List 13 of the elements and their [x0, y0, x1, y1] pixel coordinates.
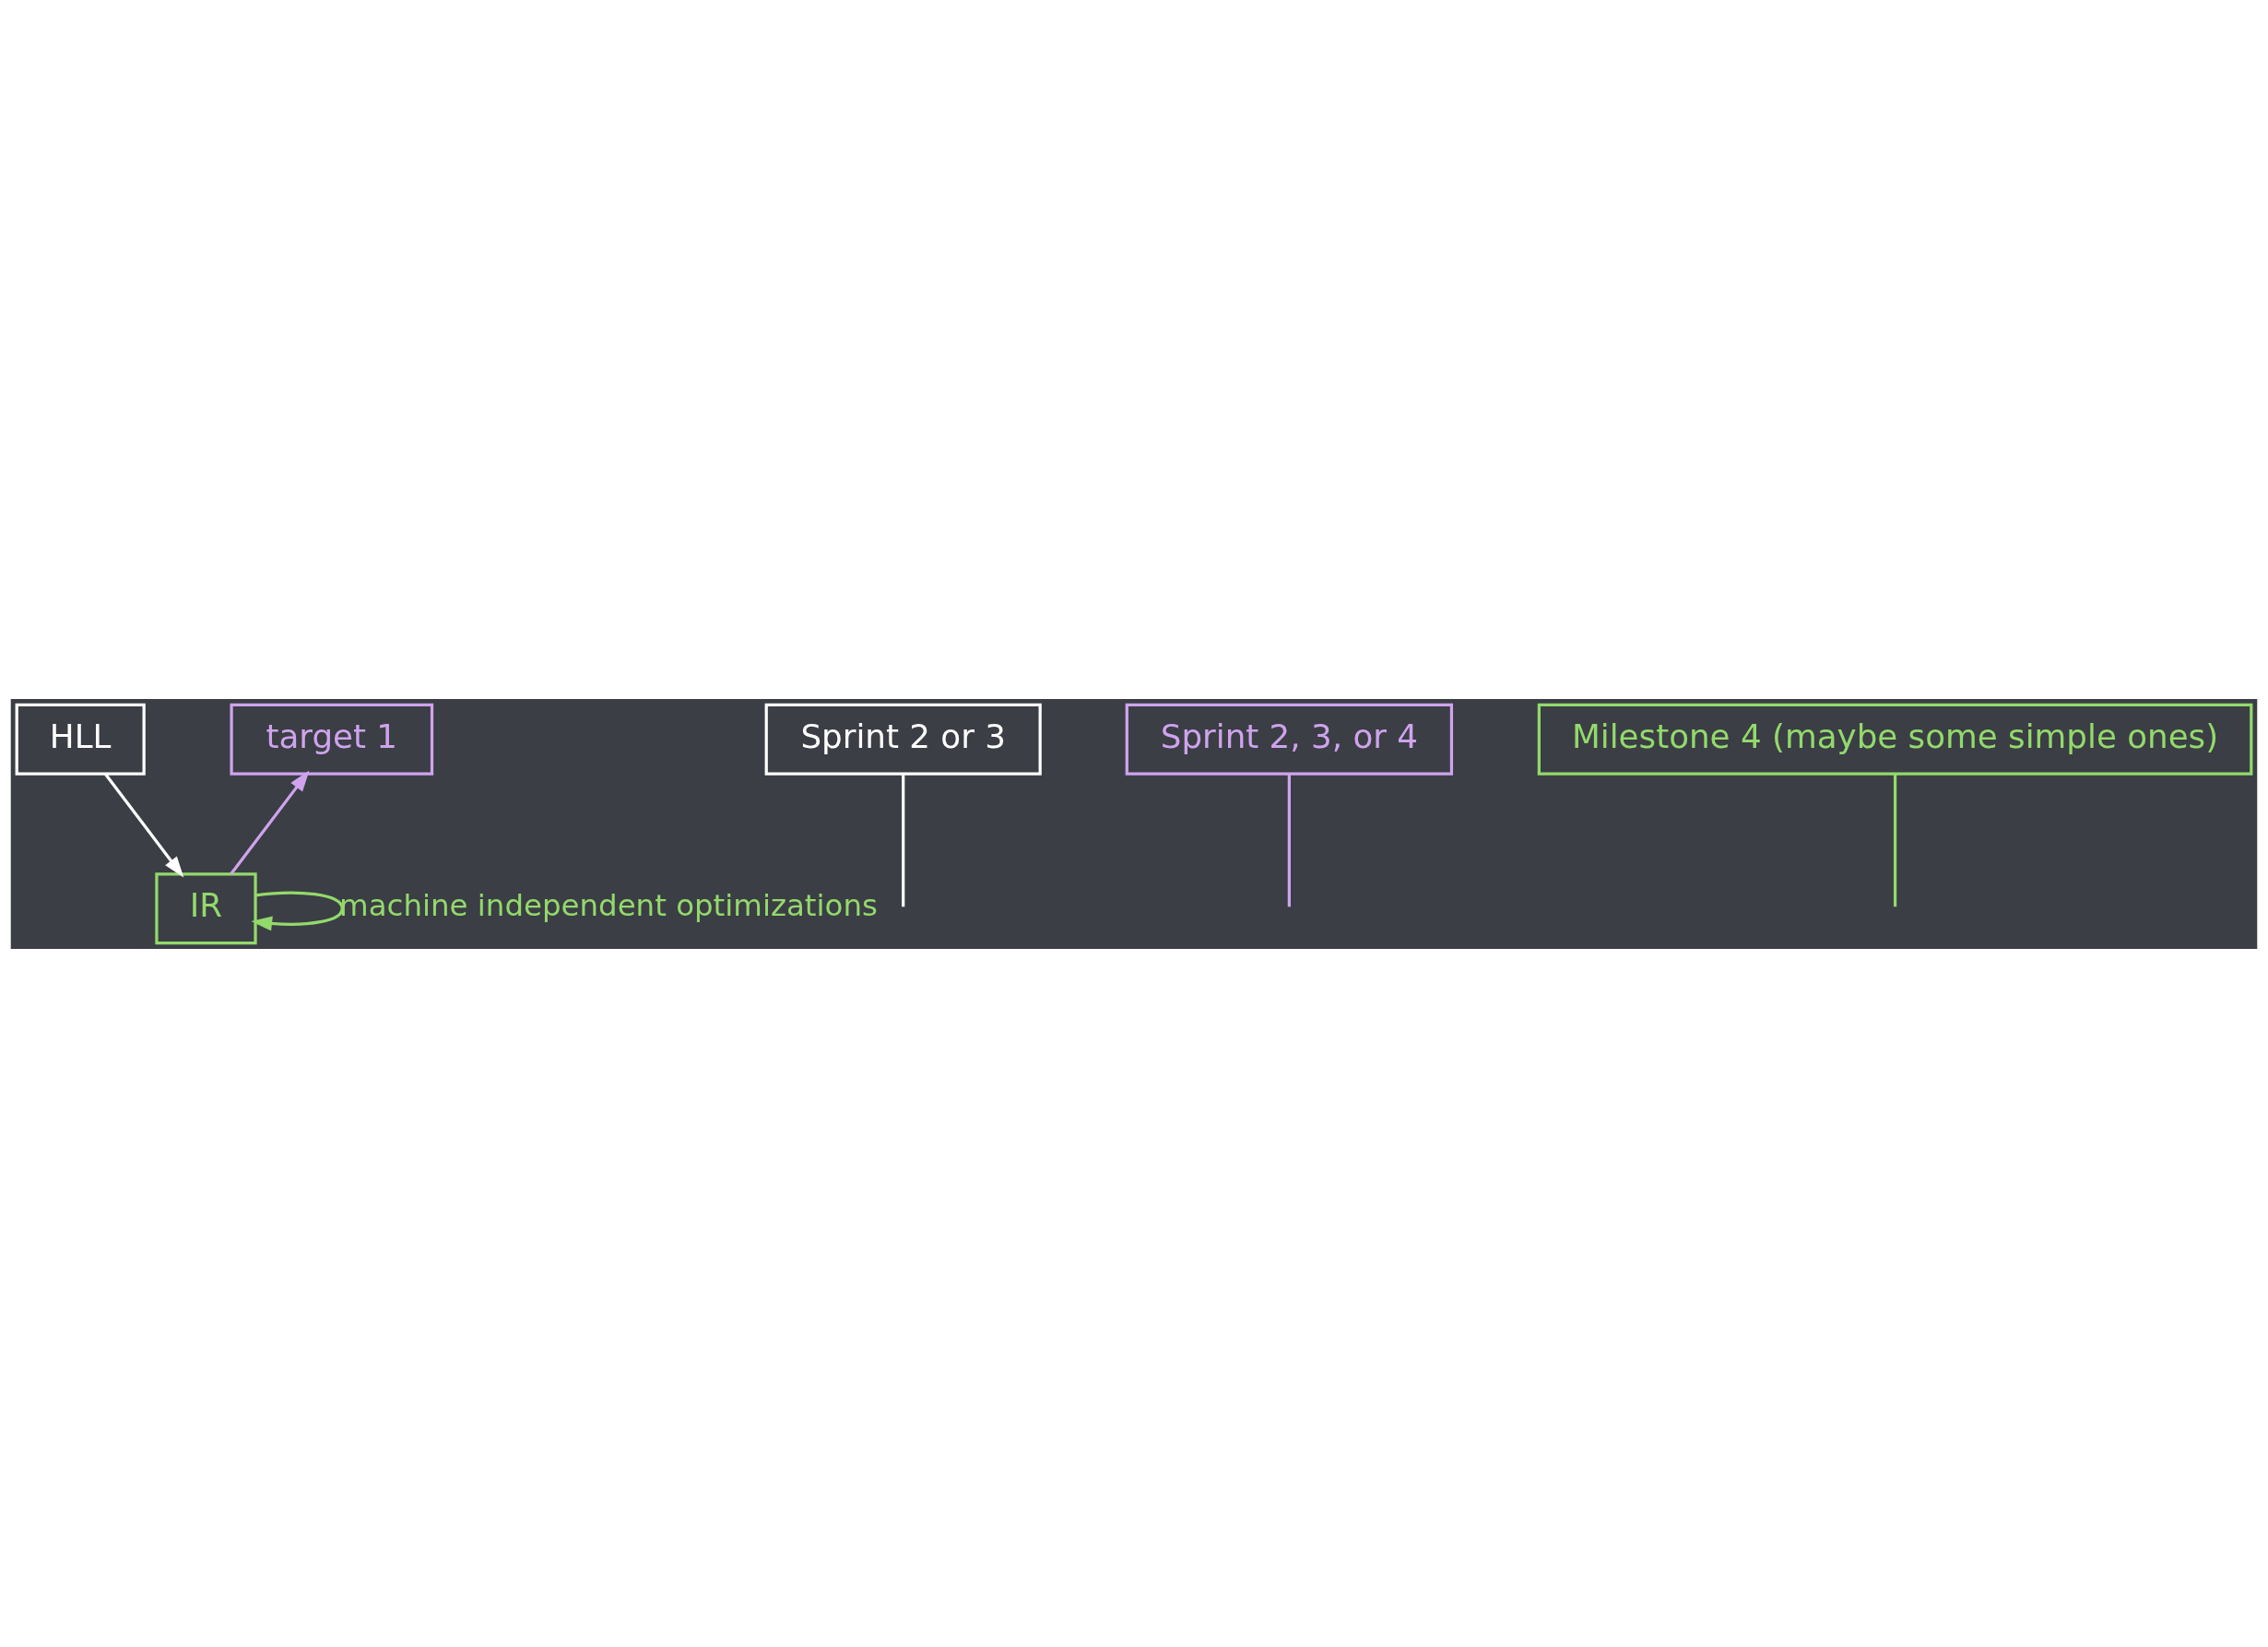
node-box: target 1: [230, 703, 434, 776]
connector: [1893, 773, 1897, 906]
arrow: [230, 770, 310, 875]
edge-label: machine independent optimizations: [339, 887, 878, 923]
node-box: Sprint 2, 3, or 4: [1125, 703, 1454, 776]
node-box: IR: [155, 871, 257, 944]
node-box: HLL: [15, 703, 146, 776]
node-box: Sprint 2 or 3: [764, 703, 1042, 776]
arrow: [251, 891, 344, 930]
arrow: [104, 773, 184, 878]
node-box: Milestone 4 (maybe some simple ones): [1537, 703, 2253, 776]
connector: [1287, 773, 1291, 906]
connector: [902, 773, 905, 906]
